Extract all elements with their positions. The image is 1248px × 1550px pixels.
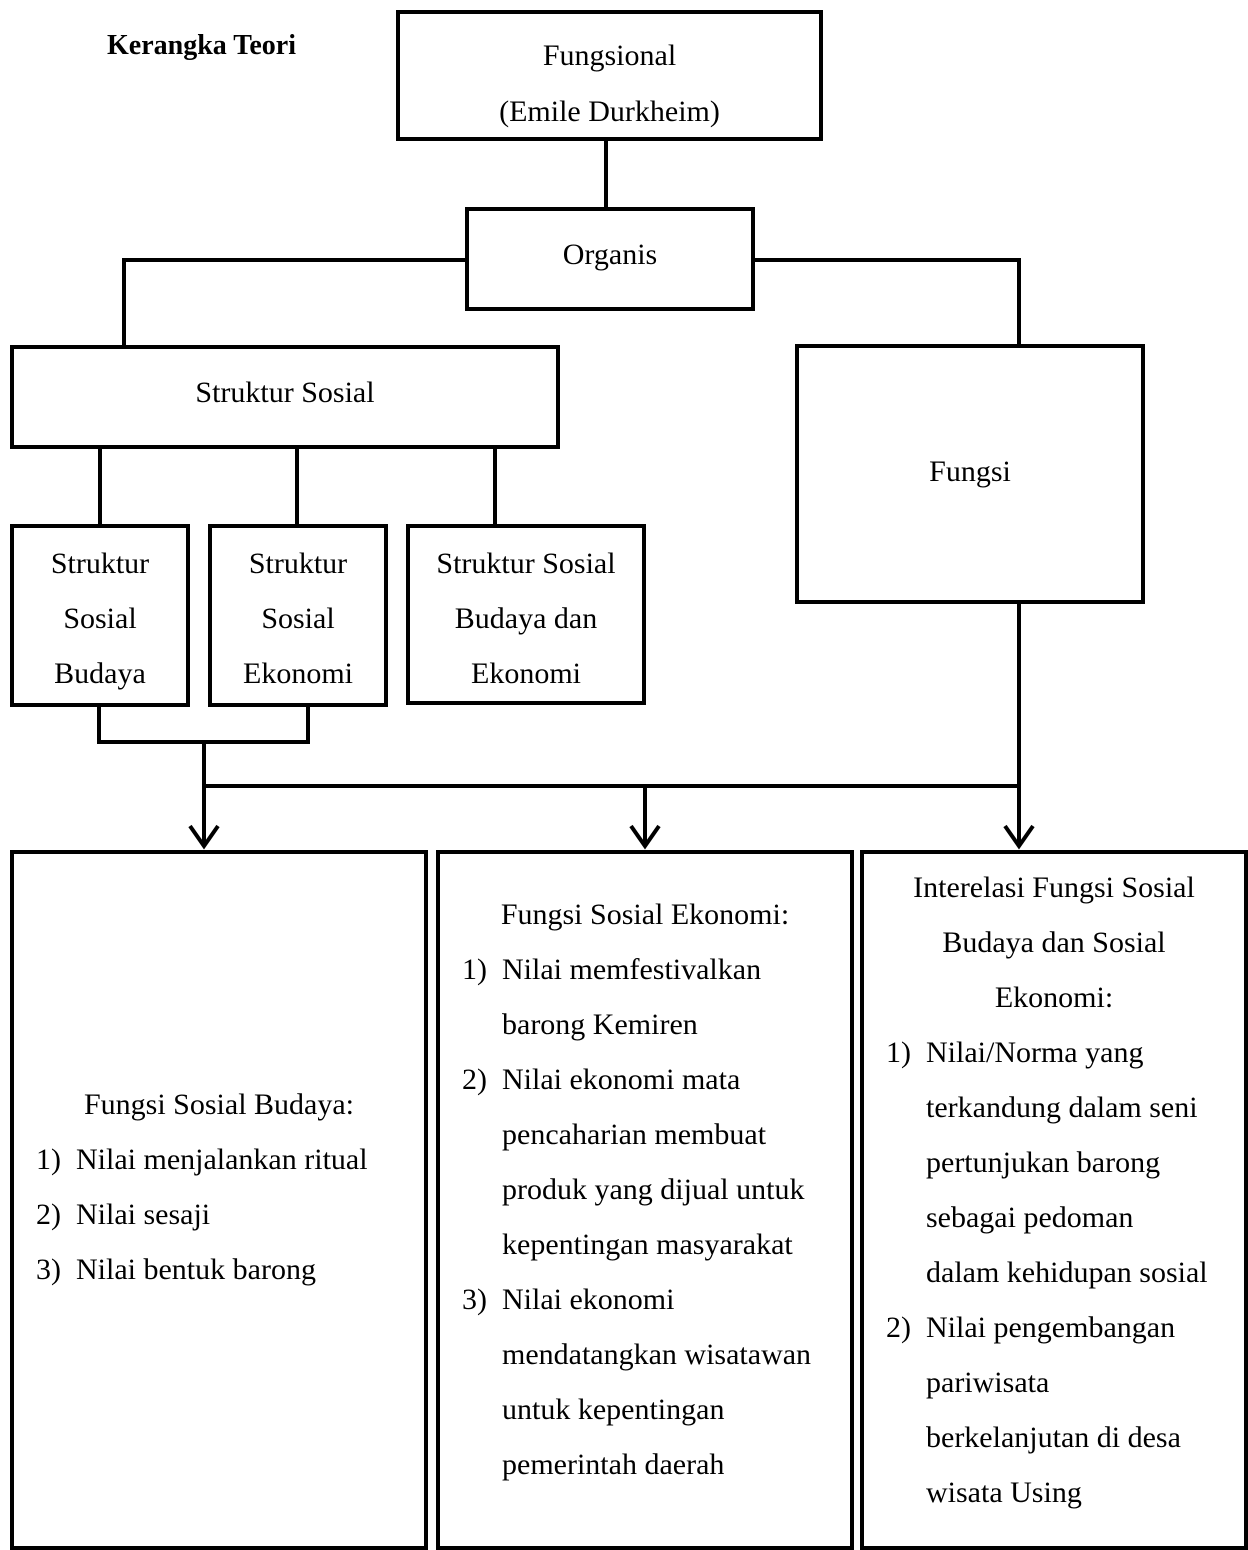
list-item-line: terkandung dalam seni — [926, 1091, 1198, 1124]
sub-box-1-line-1: Struktur — [50, 547, 150, 580]
bottom-box-interelasi: Interelasi Fungsi Sosial Budaya dan Sosi… — [860, 850, 1248, 1550]
sub-box-sosial-ekonomi: Struktur Sosial Ekonomi — [208, 524, 388, 707]
list-item-line: mendatangkan wisatawan — [502, 1338, 812, 1371]
connector-struktur-sub-2 — [295, 449, 299, 524]
arrows-layer — [188, 786, 1035, 850]
list-item-text: Nilai menjalankan ritual — [76, 1143, 368, 1176]
arrow-down-icon-center — [629, 786, 661, 850]
list-item-line: pertunjukan barong — [926, 1146, 1161, 1179]
bottom-box-1-content: Fungsi Sosial Budaya: 1) Nilai menjalanka… — [36, 1077, 402, 1297]
connector-bracket-drop — [202, 744, 206, 788]
sub-box-sosial-budaya-ekonomi: Struktur Sosial Budaya dan Ekonomi — [406, 524, 646, 705]
bottom-box-2-list: 1) Nilai memfestivalkan barong Kemiren 2… — [462, 942, 828, 1492]
arrow-down-icon-left — [188, 786, 220, 850]
list-item-line: pemerintah daerah — [502, 1448, 725, 1481]
connector-bracket-right-v — [306, 707, 310, 744]
list-item-number: 1) — [886, 1036, 911, 1069]
list-item-text: Nilai sesaji — [76, 1198, 211, 1231]
connector-organis-right-h — [755, 258, 1021, 262]
sub-box-2-line-3: Ekonomi — [243, 657, 353, 690]
sub-box-2-line-2: Sosial — [261, 602, 335, 635]
list-item-line: dalam kehidupan sosial — [926, 1256, 1208, 1289]
list-item: 3) Nilai ekonomi mendatangkan wisatawan … — [462, 1272, 828, 1492]
list-item-text: Nilai bentuk barong — [76, 1253, 316, 1286]
list-item-line: wisata Using — [926, 1476, 1082, 1509]
sub-box-3-line-3: Ekonomi — [471, 657, 581, 690]
organis-label: Organis — [562, 238, 658, 271]
connector-bracket-left-v — [97, 707, 101, 744]
arrow-down-icon-right — [1003, 786, 1035, 850]
bottom-box-1-list: 1) Nilai menjalankan ritual 2) Nilai sesaj… — [36, 1132, 402, 1297]
organis-box: Organis — [465, 207, 755, 311]
list-item-number: 1) — [462, 953, 487, 986]
connector-organis-right-v — [1017, 258, 1021, 344]
fungsi-label: Fungsi — [929, 455, 1011, 488]
list-item: 1) Nilai memfestivalkan barong Kemiren — [462, 942, 828, 1052]
bottom-box-1-heading: Fungsi Sosial Budaya: — [83, 1088, 354, 1121]
list-item-line: Nilai/Norma yang — [926, 1036, 1144, 1069]
sub-box-1-line-2: Sosial — [63, 602, 137, 635]
bottom-box-2-content: Fungsi Sosial Ekonomi: 1) Nilai memfesti… — [462, 887, 828, 1492]
bottom-box-3-content: Interelasi Fungsi Sosial Budaya dan Sosi… — [886, 860, 1222, 1520]
root-box-fungsional: Fungsional (Emile Durkheim) — [396, 10, 823, 141]
list-item-number: 3) — [36, 1253, 61, 1286]
bottom-box-3-heading-line-1: Interelasi Fungsi Sosial — [913, 871, 1195, 904]
list-item-line: sebagai pedoman — [926, 1201, 1134, 1234]
connector-distribution-bar — [202, 784, 1021, 788]
list-item: 2) Nilai pengembangan pariwisata berkela… — [886, 1300, 1222, 1520]
root-line-2: (Emile Durkheim) — [499, 95, 720, 128]
bottom-box-3-list: 1) Nilai/Norma yang terkandung dalam sen… — [886, 1025, 1222, 1520]
list-item-number: 2) — [886, 1311, 911, 1344]
connector-root-organis — [604, 141, 608, 207]
list-item-number: 2) — [462, 1063, 487, 1096]
fungsi-box: Fungsi — [795, 344, 1145, 604]
list-item-line: kepentingan masyarakat — [502, 1228, 793, 1261]
bottom-box-3-heading-line-2: Budaya dan Sosial — [942, 926, 1166, 959]
connector-struktur-sub-3 — [493, 449, 497, 524]
list-item-line: untuk kepentingan — [502, 1393, 725, 1426]
list-item-line: Nilai memfestivalkan — [502, 953, 762, 986]
list-item-line: Nilai ekonomi — [502, 1283, 675, 1316]
connector-bracket-h — [97, 740, 310, 744]
bottom-box-sosial-ekonomi: Fungsi Sosial Ekonomi: 1) Nilai memfesti… — [436, 850, 854, 1550]
connector-organis-left-h — [122, 258, 465, 262]
list-item-line: produk yang dijual untuk — [502, 1173, 805, 1206]
sub-box-2-line-1: Struktur — [248, 547, 348, 580]
list-item: 2) Nilai sesaji — [36, 1187, 402, 1242]
list-item: 1) Nilai/Norma yang terkandung dalam sen… — [886, 1025, 1222, 1300]
list-item-line: pariwisata — [926, 1366, 1050, 1399]
struktur-sosial-box: Struktur Sosial — [10, 345, 560, 449]
connector-fungsi-drop — [1017, 604, 1021, 788]
list-item-line: pencaharian membuat — [502, 1118, 767, 1151]
list-item-line: barong Kemiren — [502, 1008, 698, 1041]
struktur-sosial-label: Struktur Sosial — [195, 376, 375, 409]
list-item: 1) Nilai menjalankan ritual — [36, 1132, 402, 1187]
list-item-line: Nilai pengembangan — [926, 1311, 1176, 1344]
sub-box-1-line-3: Budaya — [54, 657, 146, 690]
list-item-line: Nilai ekonomi mata — [502, 1063, 741, 1096]
sub-box-sosial-budaya: Struktur Sosial Budaya — [10, 524, 190, 707]
diagram-title: Kerangka Teori — [107, 30, 297, 61]
connector-struktur-sub-1 — [98, 449, 102, 524]
bottom-box-3-heading-line-3: Ekonomi: — [994, 981, 1114, 1014]
list-item: 3) Nilai bentuk barong — [36, 1242, 402, 1297]
list-item-line: berkelanjutan di desa — [926, 1421, 1181, 1454]
bottom-box-2-heading: Fungsi Sosial Ekonomi: — [500, 898, 790, 931]
root-line-1: Fungsional — [542, 39, 677, 72]
list-item-number: 3) — [462, 1283, 487, 1316]
bottom-box-sosial-budaya: Fungsi Sosial Budaya: 1) Nilai menjalanka… — [10, 850, 428, 1550]
list-item-number: 1) — [36, 1143, 61, 1176]
connector-organis-left-v — [122, 258, 126, 345]
list-item-number: 2) — [36, 1198, 61, 1231]
sub-box-3-line-1: Struktur Sosial — [436, 547, 616, 580]
list-item: 2) Nilai ekonomi mata pencaharian membua… — [462, 1052, 828, 1272]
sub-box-3-line-2: Budaya dan — [454, 602, 598, 635]
